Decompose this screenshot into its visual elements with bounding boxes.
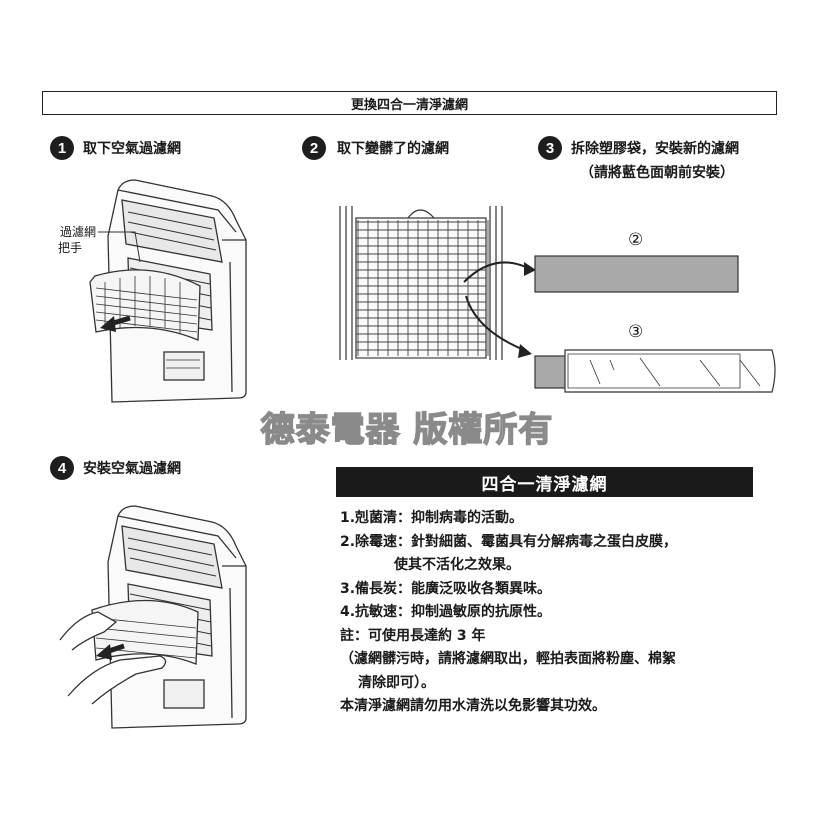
step-4-number: 4 bbox=[50, 456, 74, 480]
step-3-sublabel: （請將藍色面朝前安裝） bbox=[580, 165, 734, 181]
marker-3: ③ bbox=[628, 322, 644, 342]
feature-line: 4.抗敏速：抑制過敏原的抗原性。 bbox=[340, 604, 552, 620]
feature-line: 使其不活化之效果。 bbox=[394, 557, 520, 573]
feature-line: 本清淨濾網請勿用水清洗以免影響其功效。 bbox=[340, 698, 606, 714]
step-1-label: 取下空氣過濾網 bbox=[83, 141, 181, 157]
marker-2: ② bbox=[628, 230, 644, 250]
step-2-number: 2 bbox=[302, 136, 326, 160]
feature-line: 2.除霉速：針對細菌、霉菌具有分解病毒之蛋白皮膜， bbox=[340, 533, 678, 550]
step-3-number: 3 bbox=[538, 136, 562, 160]
callout-line-1: 過濾網 bbox=[59, 225, 96, 239]
feature-line: 3.備長炭：能廣泛吸收各類異味。 bbox=[340, 580, 552, 597]
feature-list: 1.剋菌清：抑制病毒的活動。 2.除霉速：針對細菌、霉菌具有分解病毒之蛋白皮膜，… bbox=[340, 507, 780, 719]
feature-section-title: 四合一清淨濾網 bbox=[336, 467, 753, 497]
feature-line: 註：可使用長達約 3 年 bbox=[340, 627, 486, 644]
step-1-number: 1 bbox=[50, 136, 74, 160]
feature-line: 1.剋菌清：抑制病毒的活動。 bbox=[340, 510, 524, 526]
step-4-label: 安裝空氣過濾網 bbox=[83, 461, 181, 477]
filter-handle-callout: 過濾網 把手 bbox=[36, 224, 96, 256]
feature-line: （濾網髒污時，請將濾網取出，輕拍表面將粉塵、棉絮 bbox=[340, 651, 676, 667]
step-2-label: 取下變髒了的濾網 bbox=[337, 141, 449, 157]
new-filter-panel bbox=[534, 255, 739, 293]
page-title: 更換四合一清淨濾網 bbox=[42, 91, 777, 115]
dehumidifier-step1-illustration bbox=[89, 179, 247, 403]
feature-line: 清除即可）。 bbox=[358, 674, 435, 691]
bagged-filter bbox=[534, 349, 776, 393]
watermark-text: 德泰電器 版權所有 bbox=[260, 409, 554, 450]
dehumidifier-step4-illustration bbox=[59, 505, 247, 729]
step-3-label: 拆除塑膠袋，安裝新的濾網 bbox=[571, 141, 739, 157]
callout-line-2: 把手 bbox=[57, 241, 82, 255]
